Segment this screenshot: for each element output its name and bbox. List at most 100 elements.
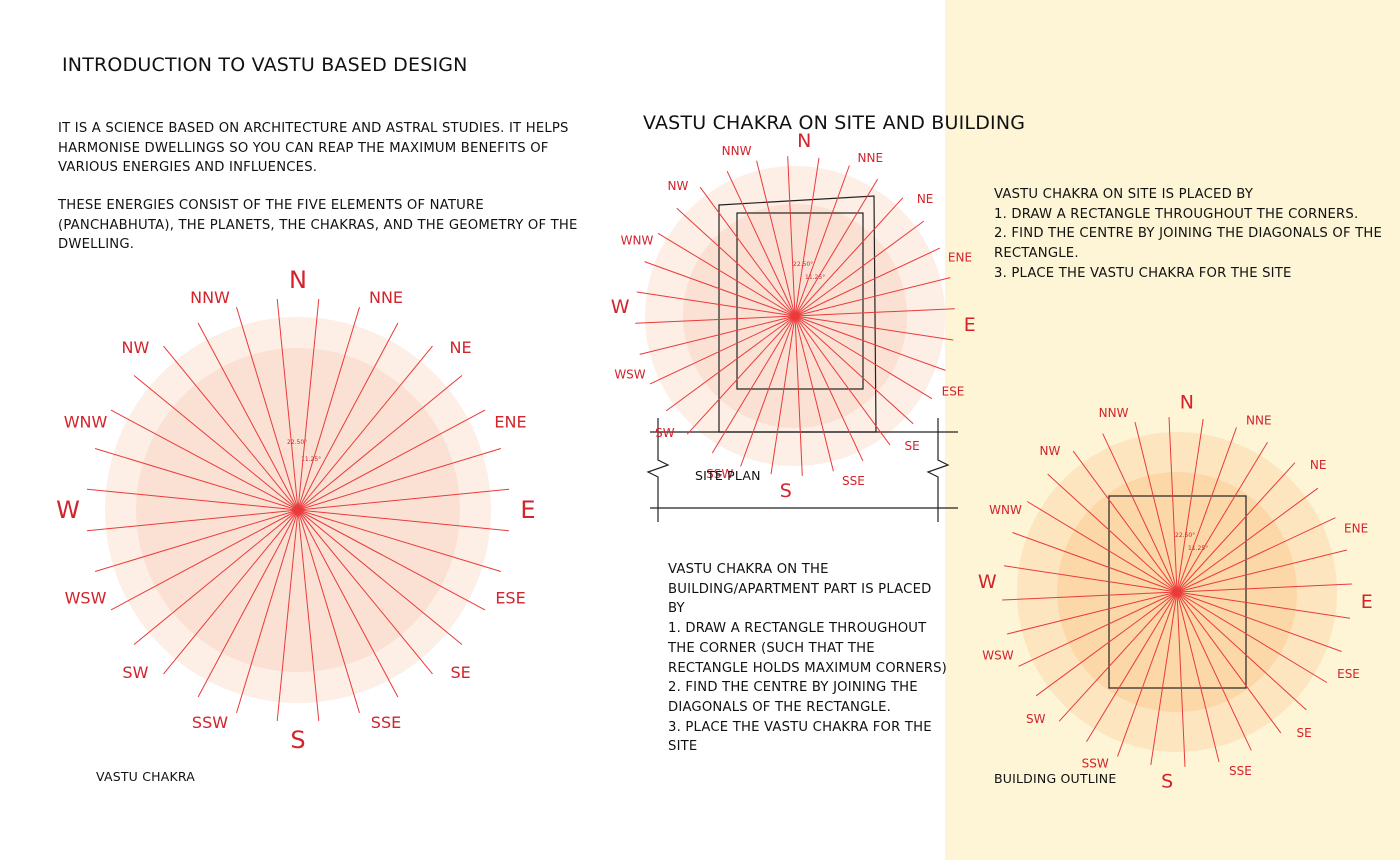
chakra-ray (1072, 450, 1178, 593)
chakra-ray (297, 345, 433, 511)
chakra-rays (86, 298, 510, 722)
chakra-ray (657, 232, 796, 317)
chakra-ray (726, 170, 796, 317)
building-step-3: 3. PLACE THE VASTU CHAKRA FOR THE SITE (668, 719, 932, 755)
chakra-ray (297, 298, 320, 511)
direction-label-w: W (611, 296, 630, 318)
chakra-ray (1168, 417, 1178, 593)
building-steps: VASTU CHAKRA ON THE BUILDING/APARTMENT P… (668, 560, 948, 757)
direction-label-wnw: WNW (64, 413, 108, 432)
chakra-ray (1176, 517, 1336, 593)
chakra-ray (1176, 462, 1296, 593)
chakra-ray (86, 488, 299, 511)
chakra-ray (1026, 501, 1178, 593)
direction-label-sse: SSE (371, 713, 401, 732)
chakra-ray (297, 448, 502, 511)
direction-label-wsw: WSW (65, 589, 107, 608)
site-step-3: 3. PLACE THE VASTU CHAKRA FOR THE SITE (994, 265, 1292, 281)
chakra-ray (1176, 583, 1352, 593)
site-rays (635, 156, 955, 476)
direction-label-w: W (978, 571, 997, 593)
caption-vastu-chakra: VASTU CHAKRA (96, 769, 196, 784)
intro-paragraph-2: THESE ENERGIES CONSIST OF THE FIVE ELEME… (58, 198, 578, 252)
chakra-ray (1176, 591, 1307, 711)
chakra-ray (644, 261, 796, 317)
chakra-ray (1012, 532, 1178, 593)
site-step-1: 1. DRAW A RECTANGLE THROUGHOUT THE CORNE… (994, 206, 1359, 222)
chakra-ray (686, 315, 796, 435)
direction-label-wsw: WSW (614, 367, 645, 381)
direction-label-ssw: SSW (1082, 757, 1109, 771)
direction-label-sse: SSE (842, 474, 865, 488)
chakra-ray (86, 509, 299, 532)
direction-label-nne: NNE (1246, 414, 1272, 428)
chakra-ray (163, 509, 299, 675)
chakra-ray (770, 315, 796, 475)
chakra-ray (794, 178, 879, 317)
chakra-ray (110, 409, 299, 511)
building-step-1: 1. DRAW A RECTANGLE THROUGHOUT THE CORNE… (668, 621, 948, 676)
building-step-2: 2. FIND THE CENTRE BY JOINING THE DIAGON… (668, 680, 918, 715)
direction-label-nw: NW (667, 179, 688, 193)
chakra-ray (740, 315, 796, 467)
chakra-ray (297, 322, 399, 511)
caption-building-outline: BUILDING OUTLINE (994, 771, 1117, 786)
chakra-ray (665, 315, 796, 412)
chakra-ray (1176, 591, 1282, 734)
chakra-ray (236, 306, 299, 511)
direction-label-nw: NW (1039, 444, 1060, 458)
chakra-ray (1117, 591, 1178, 757)
chakra-ray (94, 509, 299, 572)
direction-label-se: SE (1296, 726, 1311, 740)
chakra-ray (794, 165, 850, 317)
direction-label-sse: SSE (1229, 764, 1252, 778)
site-steps-heading: VASTU CHAKRA ON SITE IS PLACED BY (994, 187, 1254, 202)
chakra-ray (794, 220, 925, 317)
chakra-ray (1134, 421, 1178, 593)
chakra-ray (756, 160, 796, 317)
direction-label-w: W (56, 496, 80, 524)
chakra-ray (297, 509, 486, 611)
chakra-centre (793, 314, 797, 318)
direction-label-wnw: WNW (621, 234, 654, 248)
direction-label-wsw: WSW (982, 648, 1013, 662)
site-angle-label-22: 22.50° (793, 261, 813, 268)
chakra-ray (197, 322, 299, 511)
direction-label-ne: NE (917, 192, 934, 206)
chakra-ray (794, 315, 954, 341)
chakra-ray (794, 315, 834, 472)
direction-label-nne: NNE (858, 151, 884, 165)
chakra-ray (1047, 473, 1178, 593)
chakra-ray (639, 315, 796, 355)
chakra-ray (1150, 591, 1178, 766)
chakra-ray (1058, 591, 1178, 722)
chakra-ray (1102, 433, 1178, 593)
direction-label-ene: ENE (948, 251, 972, 265)
direction-label-ese: ESE (1337, 667, 1360, 681)
chakra-ray (794, 308, 955, 317)
chakra-centre (296, 508, 300, 512)
site-step-2: 2. FIND THE CENTRE BY JOINING THE DIAGON… (994, 226, 1383, 262)
direction-label-ne: NE (1310, 458, 1327, 472)
site-rectangle (736, 212, 864, 390)
direction-label-ene: ENE (494, 413, 526, 432)
direction-label-sw: SW (655, 426, 675, 440)
intro-paragraph-1: IT IS A SCIENCE BASED ON ARCHITECTURE AN… (58, 121, 569, 175)
chakra-ray (1176, 591, 1351, 619)
chakra-ray (276, 298, 299, 511)
direction-label-s: S (780, 480, 792, 502)
building-angle-label-22: 22.50° (1175, 532, 1195, 539)
chakra-ray (297, 509, 320, 722)
chakra-ray (794, 315, 891, 446)
chakra-ray (699, 186, 796, 317)
chakra-ray (1176, 549, 1348, 593)
direction-label-ssw: SSW (706, 467, 733, 481)
chakra-ray (297, 509, 502, 572)
chakra-ray (794, 315, 946, 371)
break-line-right (926, 418, 950, 522)
direction-label-sw: SW (122, 663, 148, 682)
